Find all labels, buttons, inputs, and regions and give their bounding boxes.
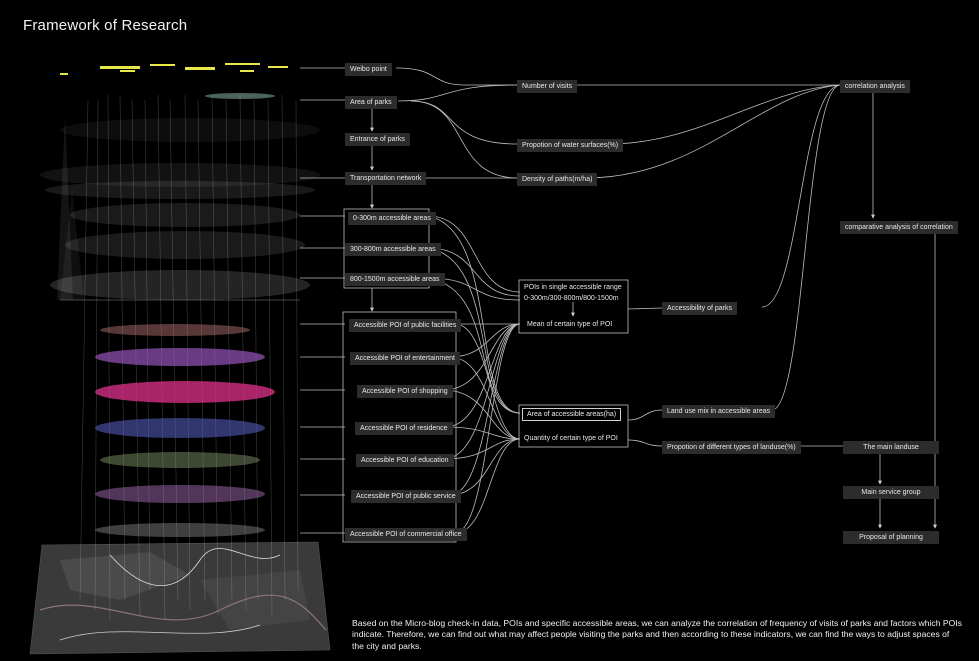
- page-title: Framework of Research: [23, 17, 188, 34]
- description-text: Based on the Micro-blog check-in data, P…: [352, 618, 962, 651]
- node-main-service-group: Main service group: [843, 486, 939, 499]
- node-water-surfaces: Propotion of water surfaces(%): [517, 139, 624, 152]
- poi-single-range-box: [518, 279, 629, 334]
- node-quantity-of-poi: Quantity of certain type of POI: [524, 435, 618, 442]
- node-poi-public-service: Accessible POI of public service: [351, 490, 461, 503]
- node-mean-of-poi: Mean of certain type of POI: [527, 321, 613, 328]
- node-density-of-paths: Density of paths(m/ha): [517, 173, 598, 186]
- node-entrance-of-parks: Entrance of parks: [345, 133, 410, 146]
- node-pois-range-values: 0-300m/300-800m/800-1500m: [524, 295, 619, 302]
- node-poi-public-facilities: Accessible POI of public facilities: [349, 319, 462, 332]
- node-poi-commercial-office: Accessible POI of commercial office: [345, 528, 467, 541]
- node-number-of-visits: Number of visits: [517, 80, 578, 93]
- node-proposal-of-planning: Proposal of planning: [843, 531, 939, 544]
- node-main-landuse: The main landuse: [843, 441, 939, 454]
- node-accessibility-of-parks: Accessibility of parks: [662, 302, 737, 315]
- node-transportation-network: Transportation network: [345, 172, 427, 185]
- connectors: [300, 67, 937, 534]
- node-pois-single-range: POIs in single accessible range: [524, 284, 622, 291]
- node-land-use-mix: Land use mix in accessible areas: [662, 405, 776, 418]
- node-poi-entertainment: Accessible POI of entertainment: [350, 352, 460, 365]
- node-poi-education: Accessible POI of education: [356, 454, 454, 467]
- node-landuse-proportion: Propotion of different types of landuse(…: [662, 441, 801, 454]
- node-comparative-analysis: comparative analysis of correlation: [840, 221, 958, 234]
- area-quantity-box: [518, 404, 629, 448]
- node-area-of-accessible-areas: Area of accessible areas(ha): [522, 408, 622, 421]
- node-accessible-300-800: 300-800m accessible areas: [345, 243, 441, 256]
- node-area-of-parks: Area of parks: [345, 96, 397, 109]
- layer-stack-illustration: [29, 63, 331, 655]
- node-poi-residence: Accessible POI of residence: [355, 422, 453, 435]
- node-correlation-analysis: correlation analysis: [840, 80, 910, 93]
- node-accessible-0-300: 0-300m accessible areas: [348, 212, 436, 225]
- node-weibo-point: Weibo point: [345, 63, 392, 76]
- node-poi-shopping: Accessible POI of shopping: [357, 385, 453, 398]
- node-accessible-800-1500: 800-1500m accessible areas: [345, 273, 445, 286]
- poi-categories-box: [342, 311, 457, 543]
